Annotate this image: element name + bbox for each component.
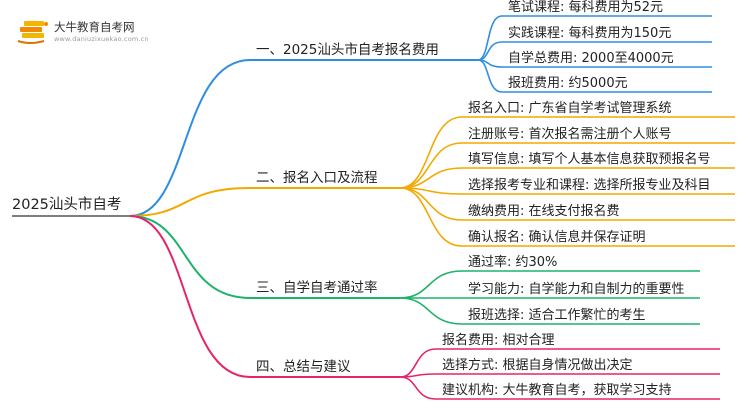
- branch-2-leaf-1-connector: [399, 116, 463, 189]
- branch-1-leaf-4-connector: [477, 59, 503, 93]
- branch-2-leaf-5-connector: [399, 187, 463, 221]
- branch-3-leaf-3: 报班选择: 适合工作繁忙的考生: [468, 307, 646, 323]
- logo: 大牛教育自考网 www.daniuzixuekao.com.cn: [16, 17, 149, 47]
- branch-1-leaf-1: 笔试课程: 每科费用为52元: [508, 0, 663, 15]
- branch-3-leaf-1-connector: [399, 270, 463, 299]
- branch-3-leaf-2: 学习能力: 自学能力和自制力的重要性: [468, 281, 685, 297]
- root-node: 2025汕头市自考: [12, 196, 121, 213]
- branch-1-leaf-1-connector: [477, 15, 503, 61]
- branch-2-leaf-6: 确认报名: 确认信息并保存证明: [468, 229, 646, 245]
- branch-3-connector: [129, 215, 251, 299]
- branch-4-connector: [129, 215, 251, 378]
- branch-2-connector: [129, 187, 251, 217]
- branch-3-leaf-3-connector: [399, 297, 463, 325]
- branch-2-leaf-2-connector: [399, 142, 463, 189]
- branch-4-leaf-2: 选择方式: 根据自身情况做出决定: [442, 357, 633, 373]
- branch-2-leaf-6-connector: [399, 187, 463, 247]
- branch-1-label: 一、2025汕头市自考报名费用: [256, 41, 439, 58]
- branch-1-leaf-4: 报班费用: 约5000元: [508, 76, 628, 91]
- branch-2-label: 二、报名入口及流程: [256, 170, 378, 186]
- branch-4-leaf-1: 报名费用: 相对合理: [442, 332, 555, 348]
- branch-3-label: 三、自学自考通过率: [256, 279, 378, 296]
- branch-2-leaf-2: 注册账号: 首次报名需注册个人账号: [468, 126, 672, 142]
- logo-url: www.daniuzixuekao.com.cn: [54, 35, 149, 43]
- branch-4-label: 四、总结与建议: [256, 359, 351, 375]
- logo-name: 大牛教育自考网: [54, 20, 135, 34]
- book-stack-icon: [17, 21, 48, 44]
- branch-4-leaf-1-connector: [399, 348, 437, 378]
- branch-1-leaf-2: 实践课程: 每科费用为150元: [508, 25, 671, 41]
- branch-2-leaf-4: 选择报考专业和课程: 选择所报专业及科目: [468, 178, 711, 193]
- branch-1-connector: [129, 59, 251, 217]
- branch-2-leaf-5: 缴纳费用: 在线支付报名费: [468, 203, 620, 219]
- branch-2-leaf-1: 报名入口: 广东省自学考试管理系统: [468, 100, 672, 116]
- branch-2-leaf-3: 填写信息: 填写个人基本信息获取预报名号: [468, 151, 711, 167]
- branch-3-leaf-1: 通过率: 约30%: [468, 254, 557, 270]
- branch-4-leaf-3-connector: [399, 376, 437, 400]
- branch-1-leaf-3: 自学总费用: 2000至4000元: [508, 50, 674, 66]
- branch-4-leaf-3: 建议机构: 大牛教育自考，获取学习支持: [442, 382, 672, 398]
